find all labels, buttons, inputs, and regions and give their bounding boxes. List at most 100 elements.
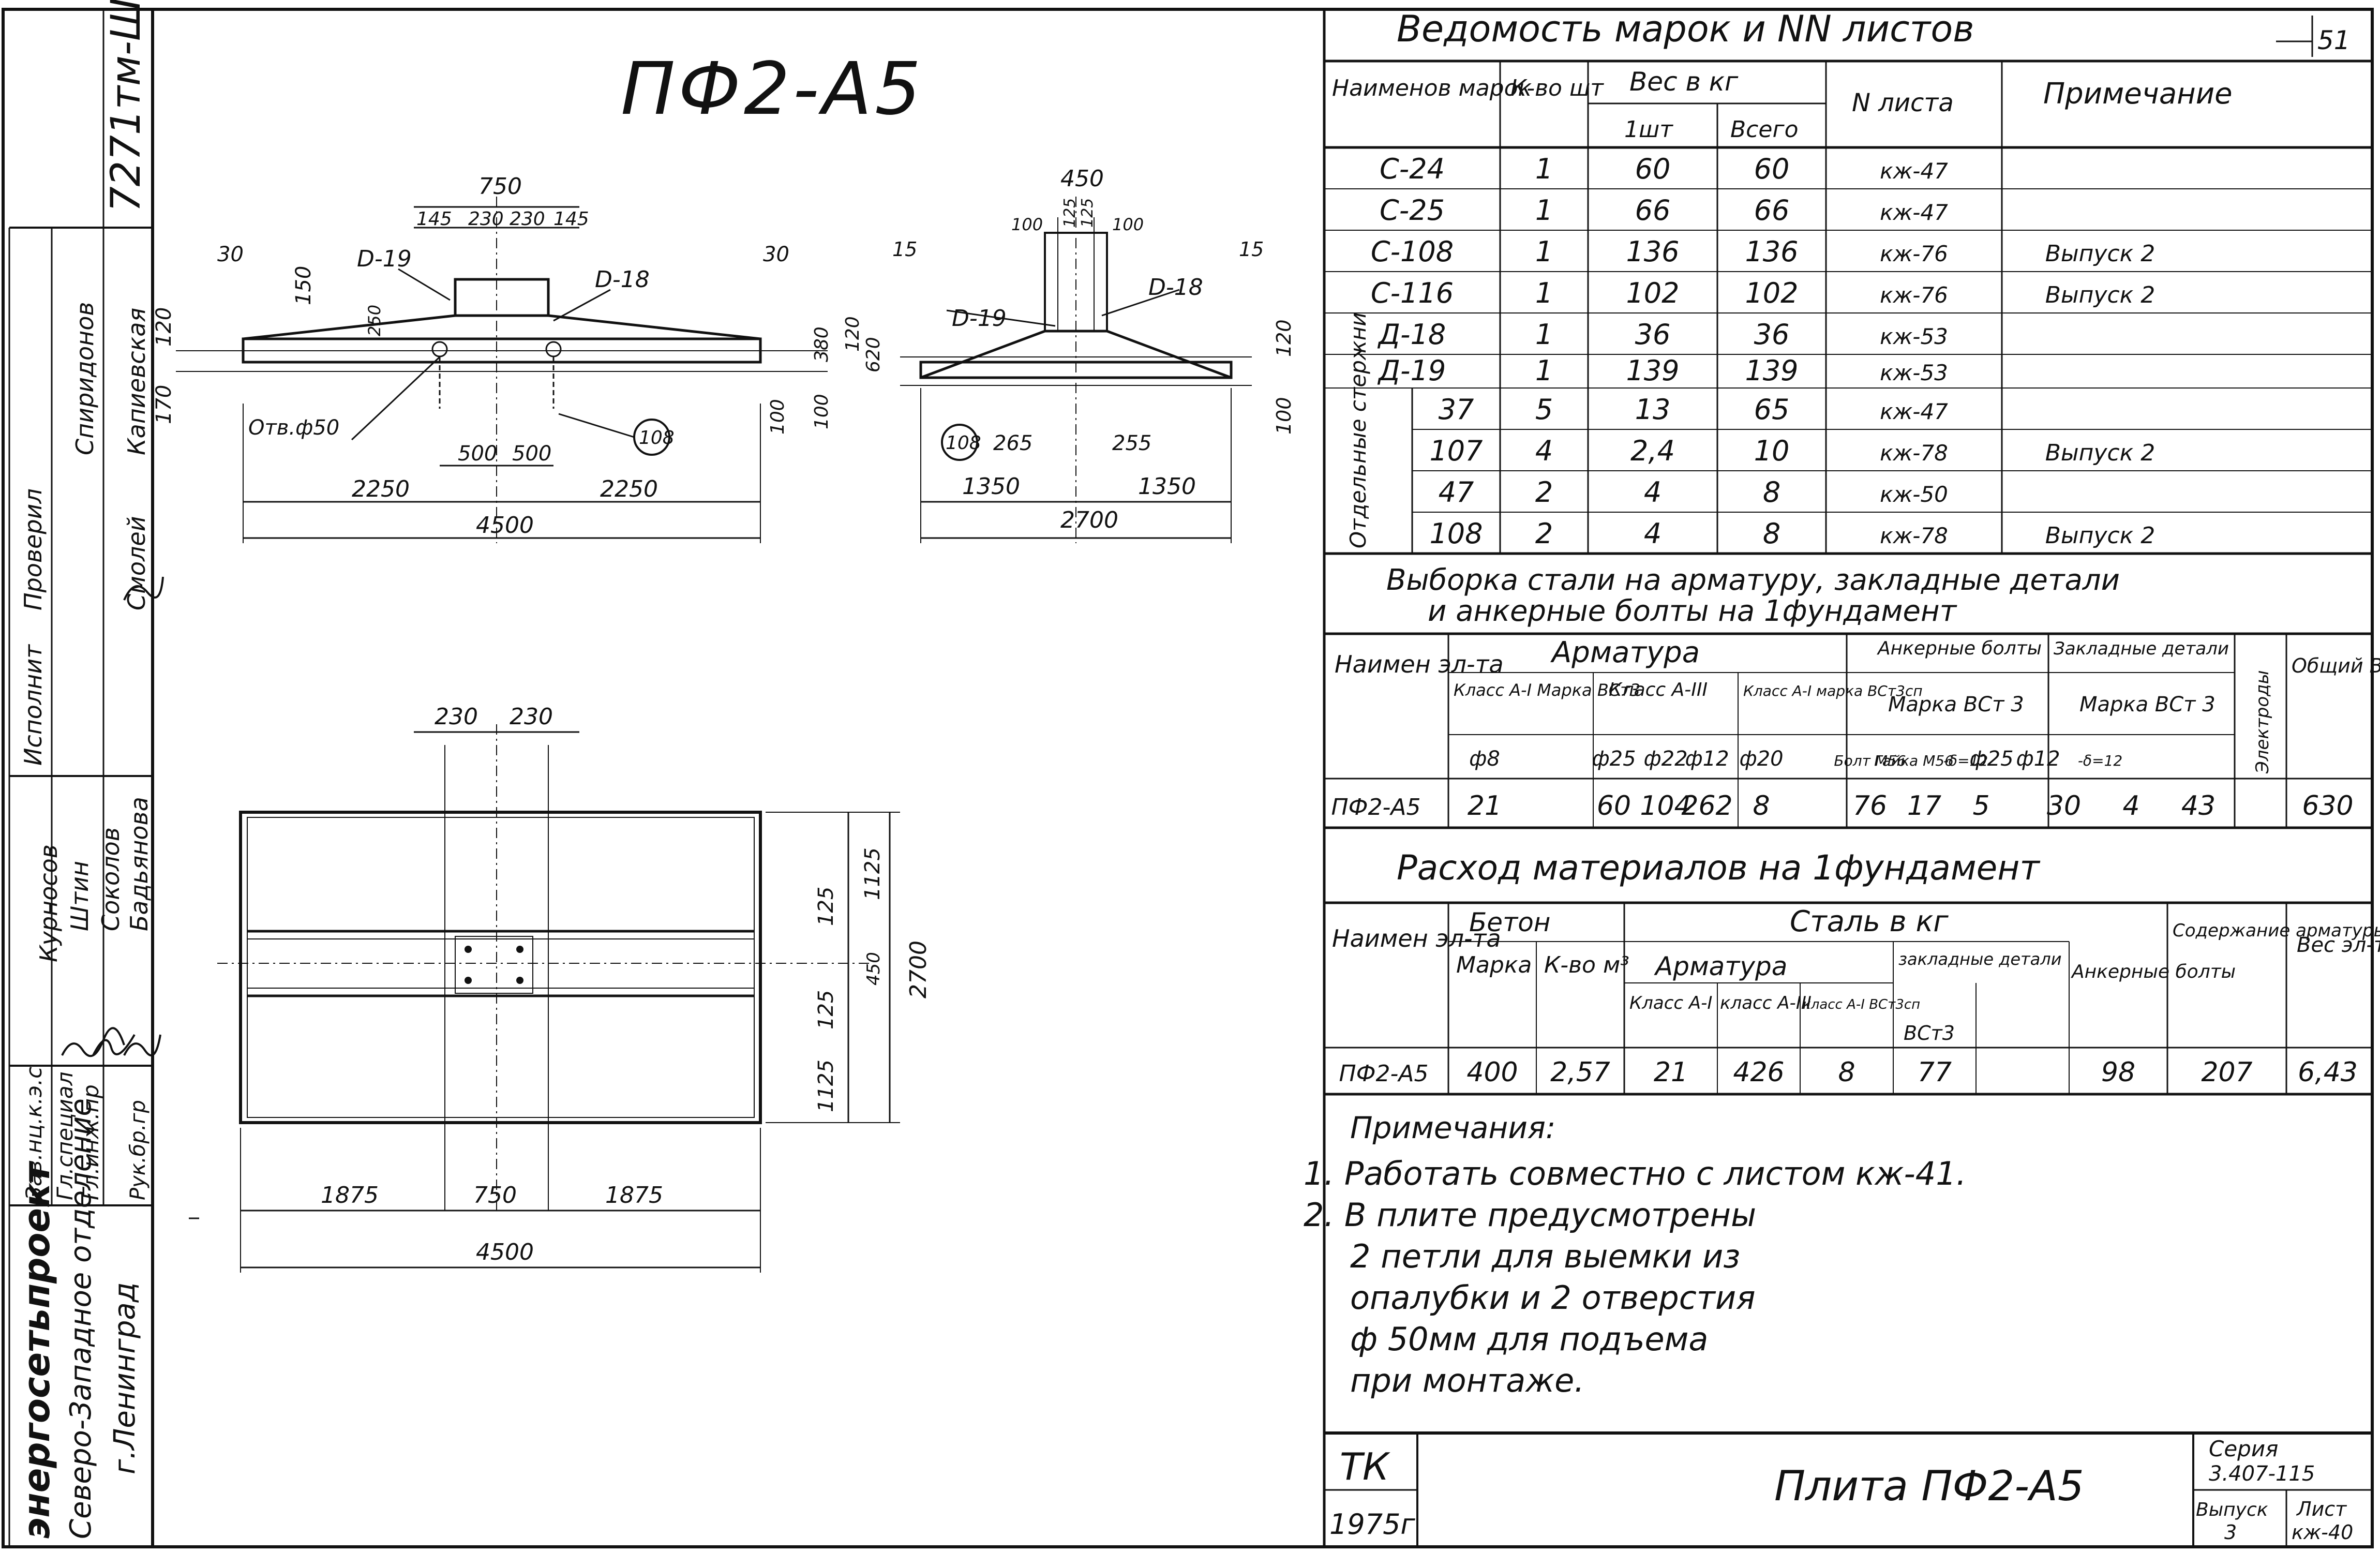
- table-cell: 10: [1754, 435, 1790, 467]
- steel-table: Выборка стали на арматуру, закладные дет…: [1324, 563, 2380, 829]
- table-cell: 77: [1918, 1057, 1952, 1088]
- col-header: Класс А-I марка ВСт3сп: [1743, 682, 1923, 699]
- table-cell: 21: [1654, 1057, 1688, 1088]
- stamp-name: Бадьянова: [125, 797, 153, 931]
- steel-table-title: и анкерные болты на 1фундамент: [1428, 594, 1957, 628]
- dim-label: 120: [1273, 319, 1295, 357]
- dim-label: 125: [814, 990, 838, 1029]
- table-subheader: ф8: [1469, 747, 1500, 771]
- series-label: Серия: [2209, 1436, 2278, 1461]
- table-cell: 1: [1535, 194, 1553, 227]
- dim-label: 100: [811, 394, 832, 429]
- stamp-role: Рук.бр.гр: [126, 1100, 150, 1200]
- col-header: N листа: [1852, 88, 1954, 117]
- table-cell: кж-50: [1880, 482, 1948, 507]
- sheet-value: кж-40: [2292, 1521, 2353, 1544]
- table-cell: 21: [1468, 790, 1502, 822]
- callout-label: D-18: [1148, 274, 1203, 301]
- table-cell: 4: [1644, 517, 1661, 550]
- stamp-code: 7271тм-Ш-51: [103, 0, 149, 212]
- table-subheader: Гайка М56: [1874, 752, 1954, 769]
- table-cell: 76: [1853, 790, 1887, 822]
- dim-label: 4500: [476, 512, 534, 539]
- dim-label: 380: [811, 326, 832, 362]
- table-subheader: ф20: [1739, 747, 1783, 771]
- stamp-name: Курносов: [35, 844, 63, 962]
- table-subheader: -δ=12: [2078, 752, 2122, 769]
- dim-label: 1125: [814, 1059, 838, 1112]
- dim-label: 230: [468, 208, 504, 230]
- dim-label: 120: [152, 307, 176, 347]
- col-header: Общий Вес кг: [2292, 654, 2380, 677]
- table-cell: 43: [2181, 790, 2216, 822]
- table-cell: Выпуск 2: [2045, 241, 2155, 267]
- stamp-name: Спиридонов: [71, 302, 99, 455]
- table-cell: ПФ2-А5: [1339, 1061, 1429, 1087]
- dim-label: 120: [842, 316, 863, 352]
- note-line: 2 петли для выемки из: [1350, 1237, 1740, 1275]
- table-cell: кж-53: [1880, 360, 1948, 385]
- dim-label: 30: [217, 243, 244, 266]
- table-cell: 30: [2047, 790, 2081, 822]
- dim-label: 230: [435, 704, 478, 730]
- table-cell: Д-18: [1378, 318, 1446, 351]
- table-cell: 36: [1754, 318, 1790, 351]
- table-cell: 1: [1535, 235, 1553, 268]
- stamp-role: Проверил: [19, 488, 47, 610]
- table-cell: кж-78: [1880, 523, 1948, 548]
- col-header: Арматура: [1550, 636, 1700, 669]
- table-cell: 102: [1745, 277, 1798, 309]
- table-cell: 60: [1597, 790, 1631, 822]
- table-cell: 4: [1644, 476, 1661, 509]
- issue-value: 3: [2224, 1521, 2237, 1544]
- col-header: К-во шт: [1510, 75, 1604, 101]
- note-line: 1. Работать совместно с листом кж-41.: [1304, 1155, 1966, 1192]
- table-cell: 60: [1635, 153, 1671, 185]
- stamp-name: Соколов: [97, 827, 125, 931]
- dim-label: 1350: [1138, 473, 1196, 500]
- drawing-title: Плита ПФ2-А5: [1774, 1462, 2084, 1510]
- table-cell: 60: [1754, 153, 1790, 185]
- dim-label: 100: [1011, 215, 1043, 234]
- stamp-role: Зав.нц.к.э.с: [21, 1067, 47, 1200]
- table-cell: ПФ2-А5: [1331, 794, 1421, 820]
- dim-label: 15: [1239, 238, 1264, 261]
- group-label: Отдельные стержни: [1345, 312, 1371, 548]
- table-subheader: ф22: [1643, 747, 1687, 771]
- table-cell: кж-53: [1880, 324, 1948, 349]
- table-subheader: ф25: [1969, 747, 2013, 771]
- dim-label: 500: [458, 442, 497, 466]
- sheet-number: 51: [2317, 25, 2351, 55]
- table-cell: 5: [1535, 393, 1553, 426]
- signature: [92, 1034, 136, 1056]
- marks-table-title: Ведомость марок и NN листов: [1397, 8, 1974, 50]
- table-subheader: ф25: [1592, 747, 1636, 771]
- dim-label: 450: [863, 952, 884, 986]
- dim-label: 150: [292, 266, 316, 305]
- sheet-label: Лист: [2296, 1498, 2347, 1520]
- note-line: при монтаже.: [1350, 1362, 1584, 1399]
- dim-label: 4500: [476, 1239, 534, 1265]
- table-cell: 8: [1838, 1057, 1855, 1088]
- col-header: Бетон: [1469, 907, 1550, 937]
- series-value: 3.407-115: [2209, 1462, 2315, 1486]
- table-cell: 47: [1439, 476, 1474, 509]
- col-header: Содержание арматуры кг/м³: [2173, 920, 2380, 941]
- issue-label: Выпуск: [2196, 1499, 2268, 1520]
- side-stamp: 7271тм-Ш-51 Исполнит Проверил Зав.нц.к.э…: [8, 0, 164, 1547]
- table-cell: кж-47: [1880, 399, 1948, 424]
- callout-label: D-19: [357, 246, 412, 272]
- col-header: Электроды: [2252, 670, 2273, 774]
- col-header: Наименов марок: [1332, 75, 1532, 101]
- table-cell: 139: [1626, 354, 1679, 387]
- table-cell: кж-78: [1880, 440, 1948, 466]
- col-header: Арматура: [1654, 951, 1787, 981]
- col-header: Вес эл-та т: [2297, 933, 2380, 957]
- callout-label: D-19: [952, 305, 1007, 332]
- dim-label: 230: [510, 704, 553, 730]
- table-cell: 207: [2201, 1057, 2252, 1088]
- dim-label: 100: [1273, 397, 1295, 435]
- dim-label: 100: [767, 399, 788, 435]
- dim-label: 500: [512, 442, 551, 466]
